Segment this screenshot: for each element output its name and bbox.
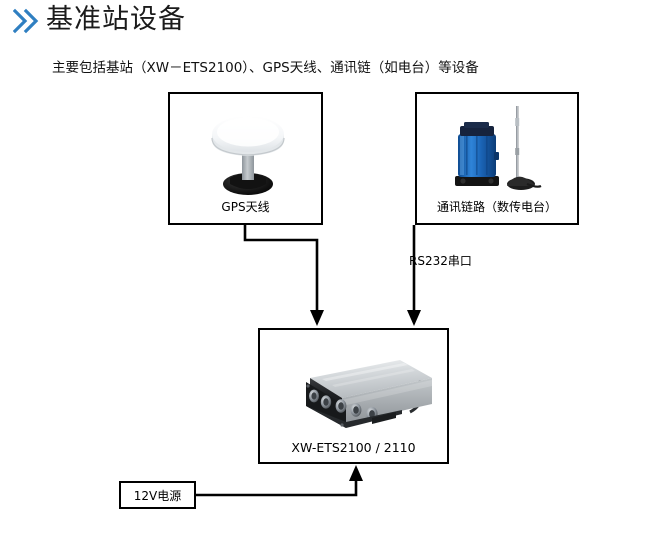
- edge-label-rs232: RS232串口: [409, 254, 472, 268]
- node-label-radio-link: 通讯链路（数传电台）: [436, 200, 557, 214]
- page-header: 基准站设备: [0, 0, 655, 42]
- edge-radio-to-receiver: [407, 225, 421, 326]
- edge-gps-to-receiver: [243, 225, 324, 326]
- double-chevron-right-icon: [13, 8, 39, 34]
- gnss-receiver-icon: [306, 360, 432, 428]
- node-gps-antenna: GPS天线: [168, 92, 323, 225]
- subtitle-text: 主要包括基站（XW－ETS2100）、GPS天线、通讯链（如电台）等设备: [52, 60, 479, 76]
- node-receiver: XW-ETS2100 / 2110: [258, 328, 449, 464]
- node-label-power-supply: 12V电源: [133, 488, 182, 503]
- gps-antenna-icon: [211, 116, 285, 195]
- page-title: 基准站设备: [46, 4, 186, 35]
- node-label-receiver: XW-ETS2100 / 2110: [291, 440, 416, 455]
- node-radio-link: 通讯链路（数传电台）: [415, 92, 579, 225]
- node-power-supply: 12V电源: [119, 481, 196, 509]
- radio-transceiver-icon: [455, 106, 542, 190]
- node-label-gps-antenna: GPS天线: [221, 200, 270, 214]
- edge-power-to-receiver: [196, 465, 363, 497]
